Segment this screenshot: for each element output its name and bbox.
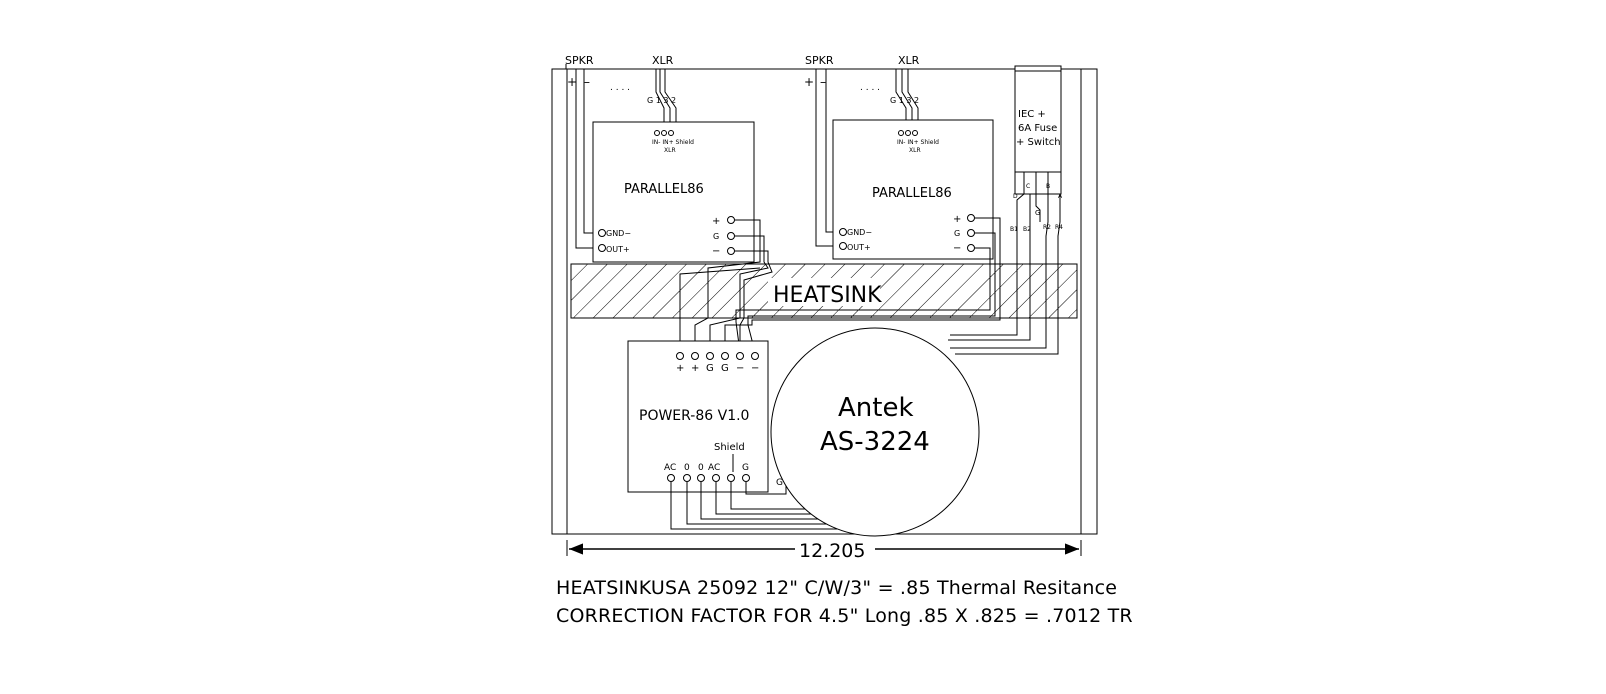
amp-left-title: PARALLEL86 xyxy=(624,182,704,197)
power-top-term-1: + xyxy=(676,363,684,374)
iec-pin-b: B xyxy=(1046,183,1050,190)
amp-left-gnd-label: GND− xyxy=(606,229,631,238)
left-xlr-label: XLR xyxy=(652,54,674,67)
power-bottom-term-1: AC xyxy=(664,463,676,473)
amp-left-term-g: G xyxy=(713,232,719,241)
amp-right-title: PARALLEL86 xyxy=(872,186,952,201)
ac-wires xyxy=(670,480,840,530)
iec-line1: IEC + xyxy=(1018,109,1046,120)
left-spkr-plus: + xyxy=(567,75,577,89)
power-bottom-term-2: 0 xyxy=(684,463,690,473)
transformer-line1: Antek xyxy=(838,393,914,423)
power-shield-label: Shield xyxy=(714,442,745,453)
amp-left: IN- IN+ Shield XLR PARALLEL86 GND− OUT+ … xyxy=(592,121,755,263)
power-board: + + G G − − POWER-86 V1.0 Shield AC 0 0 … xyxy=(627,340,783,493)
chassis xyxy=(551,68,1098,535)
amp-left-term-plus: + xyxy=(712,216,720,227)
power-top-term-3: G xyxy=(706,363,714,374)
amp-right-term-g: G xyxy=(954,229,960,238)
mains-wires xyxy=(948,193,1061,355)
power-bottom-term-6: G xyxy=(742,463,749,473)
right-spkr-minus: – xyxy=(820,75,826,89)
right-xlr-label: XLR xyxy=(898,54,920,67)
heatsink-label: HEATSINK xyxy=(773,283,882,308)
left-spkr-minus: – xyxy=(584,75,590,89)
left-dots: . . . . xyxy=(610,83,630,93)
power-g-side: G xyxy=(776,478,783,488)
dimension-value: 12.205 xyxy=(799,540,865,562)
input-wires xyxy=(565,64,919,249)
right-spkr-label: SPKR xyxy=(805,54,834,67)
iec-line3: + Switch xyxy=(1016,137,1061,148)
amp-left-xlr-label: XLR xyxy=(664,147,676,154)
iec-g-label: G xyxy=(1035,209,1040,217)
amp-right-xlr-label: XLR xyxy=(909,147,921,154)
note-line-1: HEATSINKUSA 25092 12" C/W/3" = .85 Therm… xyxy=(556,577,1118,599)
iec-wire-b1: B1 xyxy=(1010,226,1018,233)
note-line-2: CORRECTION FACTOR FOR 4.5" Long .85 X .8… xyxy=(556,605,1133,627)
amp-left-out-label: OUT+ xyxy=(606,245,630,254)
power-top-term-5: − xyxy=(736,363,744,374)
heatsink: HEATSINK xyxy=(570,263,1078,319)
power-bottom-term-3: 0 xyxy=(698,463,704,473)
transformer-line2: AS-3224 xyxy=(820,427,930,457)
left-spkr-label: SPKR xyxy=(565,54,594,67)
transformer: Antek AS-3224 xyxy=(770,327,980,537)
amp-right-gnd-label: GND− xyxy=(847,228,872,237)
left-xlr-pins: G 1 3 2 xyxy=(647,96,676,105)
amp-right-term-plus: + xyxy=(953,214,961,225)
power-top-term-6: − xyxy=(751,363,759,374)
right-dots: . . . . xyxy=(860,83,880,93)
iec-line2: 6A Fuse xyxy=(1018,123,1057,134)
power-bottom-term-4: AC xyxy=(708,463,720,473)
amp-left-xlr-pins-label: IN- IN+ Shield xyxy=(652,139,694,146)
amp-right-term-minus: − xyxy=(953,243,961,254)
right-xlr-pins: G 1 3 2 xyxy=(890,96,919,105)
iec-pin-d: D xyxy=(1013,193,1018,200)
power-title: POWER-86 V1.0 xyxy=(639,408,749,424)
iec-pin-c: C xyxy=(1026,183,1030,190)
iec-module: IEC + 6A Fuse + Switch D C B A G B1 B2 R… xyxy=(1010,65,1063,233)
amp-right-xlr-pins-label: IN- IN+ Shield xyxy=(897,139,939,146)
amp-right-out-label: OUT+ xyxy=(847,243,871,252)
dc-wires xyxy=(679,217,1001,353)
amp-right: IN- IN+ Shield XLR PARALLEL86 GND− OUT+ … xyxy=(832,119,994,260)
amp-left-term-minus: − xyxy=(712,246,720,257)
power-top-term-4: G xyxy=(721,363,729,374)
dimension-line: 12.205 xyxy=(566,540,1082,562)
right-spkr-plus: + xyxy=(804,75,814,89)
iec-wire-b2: B2 xyxy=(1023,226,1031,233)
power-top-term-2: + xyxy=(691,363,699,374)
